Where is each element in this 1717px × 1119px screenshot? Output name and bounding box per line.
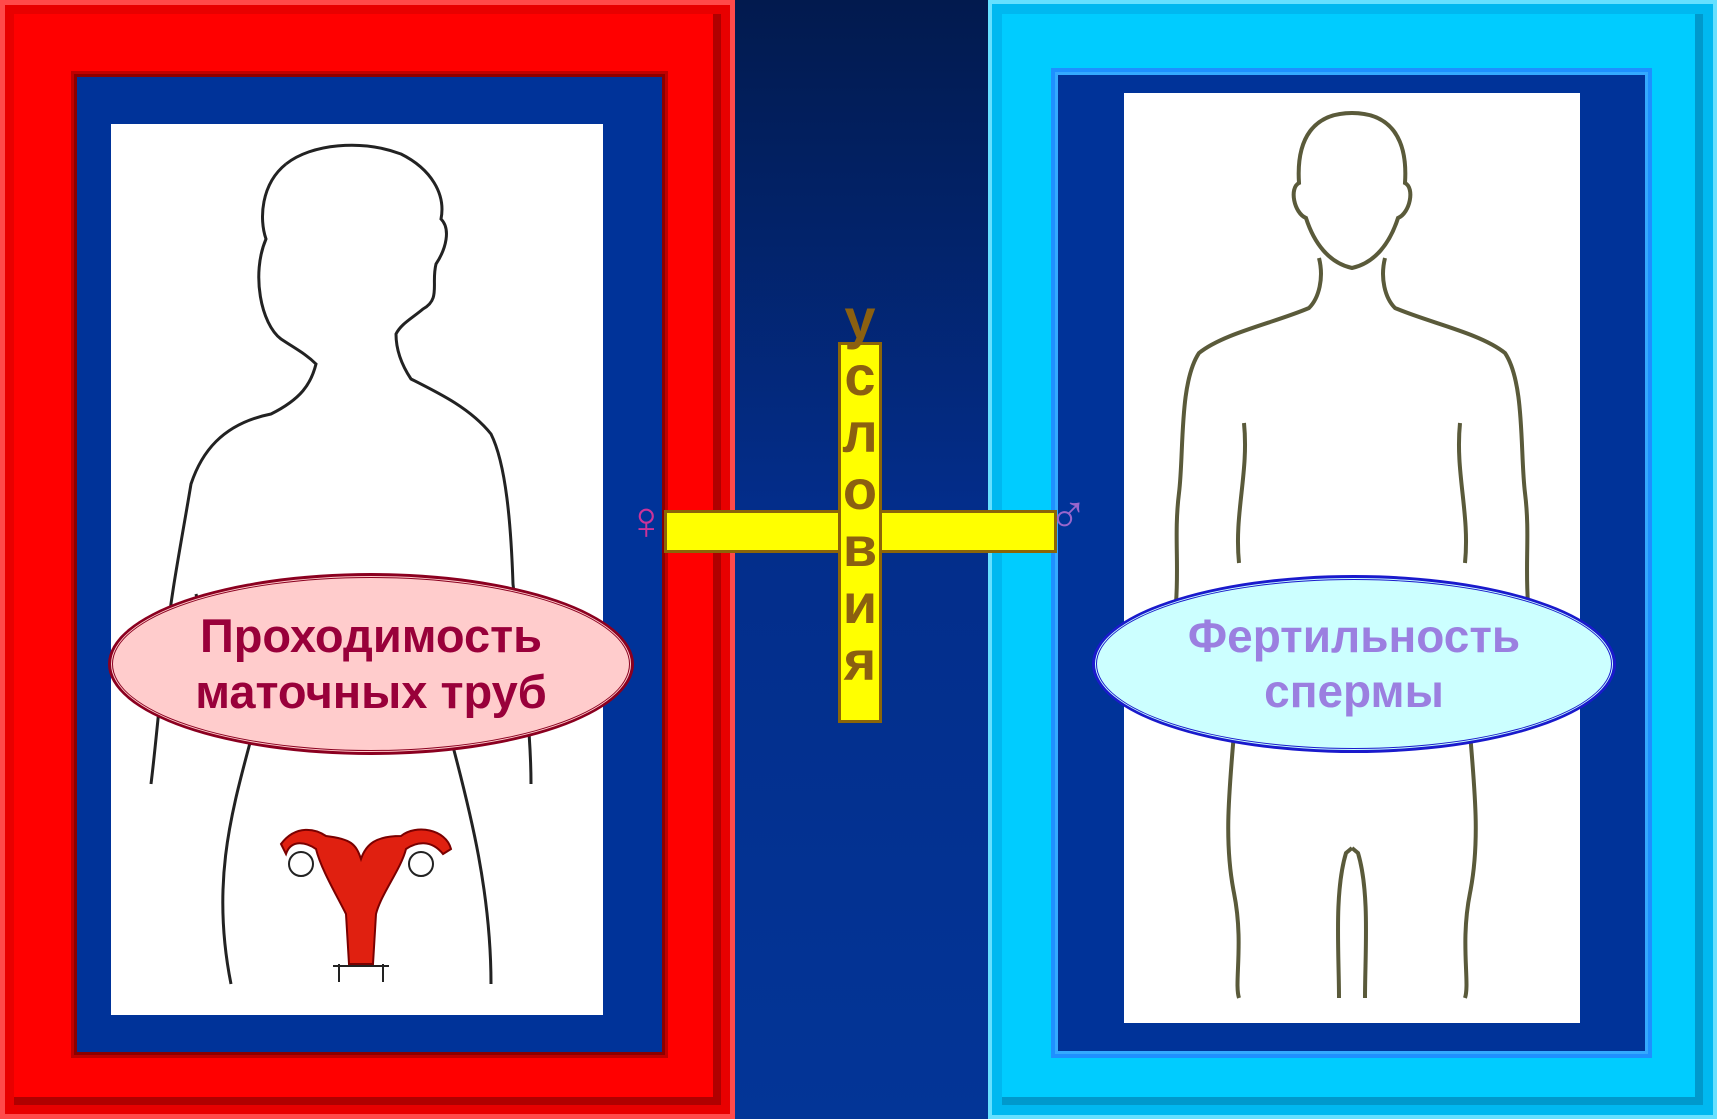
word-letter: у: [844, 290, 875, 347]
male-symbol-icon: ♂: [1048, 488, 1089, 542]
word-letter: л: [842, 404, 878, 461]
female-symbol-icon: ♀: [626, 494, 667, 548]
tubal-patency-line1: Проходимость: [200, 608, 542, 664]
word-letter: я: [844, 632, 877, 689]
female-figure-panel: [111, 124, 603, 1015]
sperm-fertility-line1: Фертильность: [1188, 609, 1520, 664]
word-letter: о: [843, 461, 877, 518]
word-letter: и: [843, 575, 877, 632]
male-silhouette-icon: [1124, 93, 1580, 1023]
female-silhouette-icon: [111, 124, 603, 1015]
tubal-patency-line2: маточных труб: [195, 664, 547, 720]
uterus-icon: [281, 830, 451, 982]
word-letter: с: [844, 347, 875, 404]
tubal-patency-label: Проходимость маточных труб: [110, 575, 632, 753]
male-figure-panel: [1124, 93, 1580, 1023]
sperm-fertility-line2: спермы: [1264, 664, 1444, 719]
word-letter: в: [843, 518, 877, 575]
sperm-fertility-label: Фертильность спермы: [1094, 577, 1614, 751]
conditions-vertical-word: у с л о в и я: [820, 290, 900, 689]
